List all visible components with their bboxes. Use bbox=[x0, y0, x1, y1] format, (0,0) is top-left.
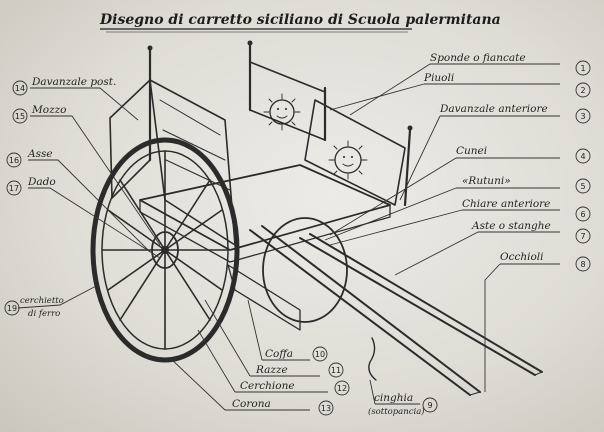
part-labels: Davanzale post. Mozzo Asse Dado cerchiet… bbox=[20, 52, 551, 417]
num-7: 7 bbox=[580, 232, 585, 241]
posts bbox=[148, 43, 412, 207]
cart-drawing bbox=[90, 40, 543, 396]
wheel-spokes bbox=[101, 150, 229, 350]
num-15: 15 bbox=[15, 112, 25, 121]
label-asse: Asse bbox=[27, 148, 53, 160]
num-19: 19 bbox=[7, 304, 17, 313]
num-6: 6 bbox=[580, 210, 585, 219]
label-aste: Aste o stanghe bbox=[471, 220, 551, 232]
label-cunei: Cunei bbox=[456, 145, 487, 157]
label-mozzo: Mozzo bbox=[31, 104, 66, 116]
label-chiare-anteriore: Chiare anteriore bbox=[462, 198, 550, 210]
num-4: 4 bbox=[580, 152, 585, 161]
label-cinghia: cinghia bbox=[374, 392, 413, 404]
wheel-back bbox=[262, 217, 348, 323]
label-coffa: Coffa bbox=[265, 348, 293, 360]
shaft-tips bbox=[469, 371, 543, 396]
label-razze: Razze bbox=[255, 364, 288, 376]
wheel-front bbox=[90, 137, 240, 363]
diagram-title: Disegno di carretto siciliano di Scuola … bbox=[99, 12, 501, 28]
label-cerchietto-ferro: di ferro bbox=[28, 309, 60, 319]
num-10: 10 bbox=[315, 350, 325, 359]
label-sottopancia: (sottopancia) bbox=[368, 406, 425, 417]
num-14: 14 bbox=[15, 84, 25, 93]
num-17: 17 bbox=[9, 184, 19, 193]
num-12: 12 bbox=[337, 384, 347, 393]
shaft-right bbox=[299, 233, 543, 376]
number-circles bbox=[4, 60, 591, 416]
num-1: 1 bbox=[580, 64, 585, 73]
post-knob-3 bbox=[407, 125, 413, 131]
sun-face-lower bbox=[328, 140, 368, 180]
label-piuoli: Piuoli bbox=[423, 72, 454, 84]
shaft-left bbox=[249, 225, 481, 396]
number-labels: 14 15 16 17 19 1 2 3 4 5 6 7 8 10 11 12 … bbox=[7, 64, 586, 413]
front-panel-lower bbox=[304, 99, 406, 206]
label-occhioli: Occhioli bbox=[500, 251, 544, 263]
post-knob bbox=[147, 45, 153, 51]
label-dado: Dado bbox=[27, 176, 56, 188]
wheel-hub bbox=[151, 231, 179, 269]
wheel-nut bbox=[161, 246, 169, 254]
leader-lines bbox=[17, 63, 560, 411]
num-3: 3 bbox=[580, 112, 585, 121]
label-cerchione: Cerchione bbox=[240, 380, 295, 392]
label-davanzale-anteriore: Davanzale anteriore bbox=[439, 103, 548, 115]
side-panel-rear bbox=[149, 79, 236, 246]
num-8: 8 bbox=[580, 260, 585, 269]
num-2: 2 bbox=[580, 86, 585, 95]
num-16: 16 bbox=[9, 156, 19, 165]
label-sponde: Sponde o fiancate bbox=[430, 52, 526, 64]
label-cerchietto: cerchietto bbox=[20, 296, 64, 306]
label-rutuni: «Rutuni» bbox=[462, 175, 511, 187]
sun-face-upper bbox=[263, 93, 301, 131]
belt-strap bbox=[368, 337, 377, 381]
coffa-box bbox=[227, 264, 301, 331]
cart-bed-edge bbox=[139, 199, 391, 263]
num-11: 11 bbox=[331, 366, 341, 375]
side-panel-rear-decoration bbox=[159, 99, 231, 191]
num-5: 5 bbox=[580, 182, 585, 191]
num-9: 9 bbox=[427, 401, 432, 410]
label-davanzale-posteriore: Davanzale post. bbox=[31, 76, 116, 88]
num-13: 13 bbox=[321, 404, 331, 413]
label-corona: Corona bbox=[232, 398, 271, 410]
post-knob-2 bbox=[247, 40, 253, 46]
